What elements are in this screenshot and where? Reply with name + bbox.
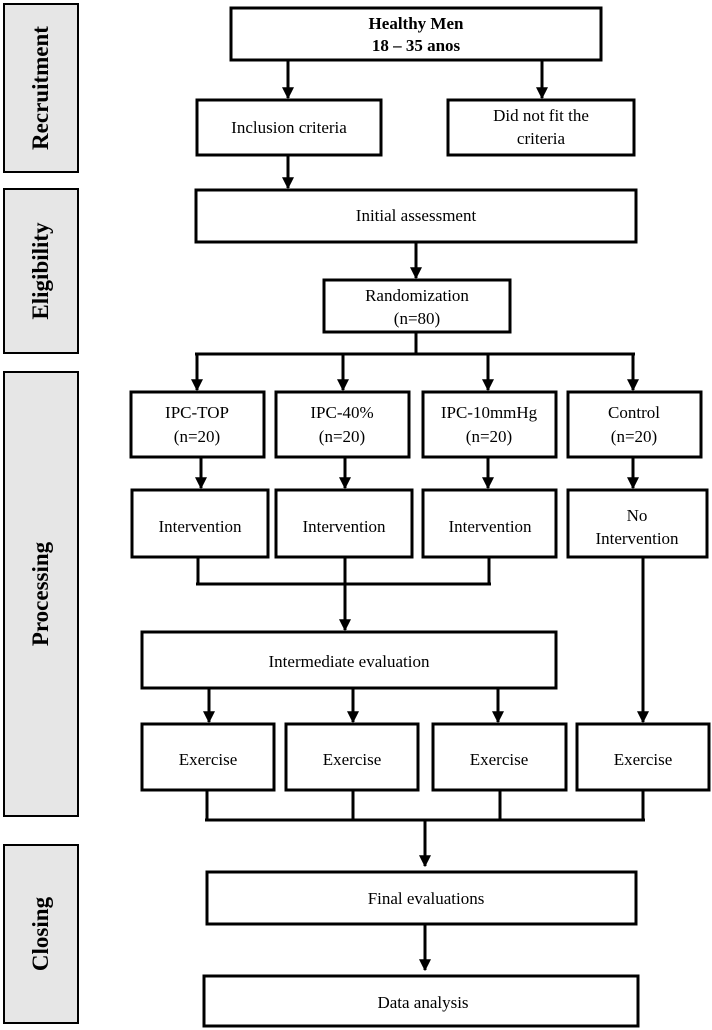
box-initial-assessment: Initial assessment [194,188,638,244]
intervention-label: Intervention [302,517,386,536]
final-evaluations-label: Final evaluations [368,889,485,908]
group-count: (n=20) [174,427,220,446]
box-exercise-2: Exercise [284,722,420,792]
box-group-ipc-top: IPC-TOP (n=20) [129,390,266,459]
exercise-label: Exercise [323,750,382,769]
box-intervention-3: Intervention [421,488,558,559]
group-name: IPC-40% [310,403,373,422]
phase-processing-label: Processing [28,541,53,646]
box-final-evaluations: Final evaluations [205,870,638,926]
exercise-label: Exercise [179,750,238,769]
group-count: (n=20) [611,427,657,446]
healthy-men-title: Healthy Men [369,14,464,33]
box-did-not-fit: Did not fit the criteria [446,98,636,157]
phase-recruitment: Recruitment [3,3,79,173]
phase-recruitment-label: Recruitment [28,26,53,150]
did-not-fit-line1: Did not fit the [493,106,589,125]
phase-eligibility-label: Eligibility [28,222,53,320]
group-name: IPC-TOP [165,403,229,422]
box-inclusion-criteria: Inclusion criteria [195,98,383,157]
connectors [191,60,649,972]
no-intervention-line2: Intervention [595,529,679,548]
box-intervention-1: Intervention [130,488,270,559]
box-exercise-3: Exercise [431,722,568,792]
did-not-fit-line2: criteria [517,129,566,148]
exercise-label: Exercise [614,750,673,769]
phase-closing: Closing [3,844,79,1024]
randomization-count: (n=80) [394,309,440,328]
intervention-label: Intervention [158,517,242,536]
box-no-intervention: No Intervention [566,488,709,559]
box-group-ipc-10mmhg: IPC-10mmHg (n=20) [421,390,558,459]
box-intervention-2: Intervention [274,488,414,559]
healthy-men-age: 18 – 35 anos [372,36,461,55]
initial-assessment-label: Initial assessment [356,206,477,225]
randomization-label: Randomization [365,286,469,305]
box-group-ipc-40: IPC-40% (n=20) [274,390,411,459]
box-group-control: Control (n=20) [566,390,703,459]
phase-processing: Processing [3,371,79,817]
box-data-analysis: Data analysis [202,974,640,1028]
no-intervention-line1: No [627,506,648,525]
box-intermediate-evaluation: Intermediate evaluation [140,630,558,690]
box-randomization: Randomization (n=80) [322,278,512,334]
intervention-label: Intervention [448,517,532,536]
intermediate-evaluation-label: Intermediate evaluation [269,652,430,671]
phase-eligibility: Eligibility [3,188,79,354]
group-name: IPC-10mmHg [441,403,538,422]
group-name: Control [608,403,660,422]
exercise-label: Exercise [470,750,529,769]
phase-closing-label: Closing [28,896,53,971]
box-exercise-4: Exercise [575,722,711,792]
group-count: (n=20) [319,427,365,446]
inclusion-criteria-label: Inclusion criteria [231,118,347,137]
box-exercise-1: Exercise [140,722,276,792]
group-count: (n=20) [466,427,512,446]
box-healthy-men: Healthy Men 18 – 35 anos [229,6,603,62]
data-analysis-label: Data analysis [377,993,468,1012]
